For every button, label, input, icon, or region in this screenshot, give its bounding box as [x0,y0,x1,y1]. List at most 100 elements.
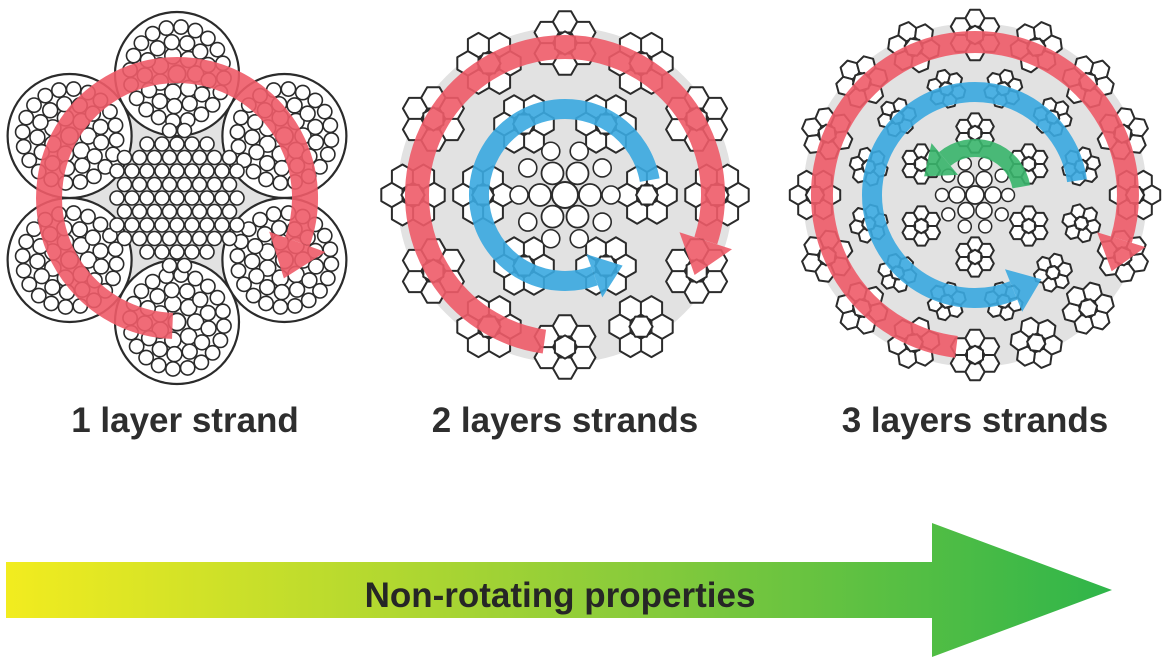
wire [299,105,316,122]
wire [294,84,311,101]
wire [116,176,133,193]
strand-center-wire [914,155,929,173]
wire [191,203,208,220]
wire [948,186,966,204]
wire [248,267,265,285]
wire [565,161,590,186]
wire [150,109,167,126]
strand-wire [977,256,995,272]
strand-wire [912,231,930,247]
wire [204,96,221,113]
strand-wire [955,118,973,134]
strand-center-wire [1045,265,1061,281]
wire [199,163,215,179]
caption-3-layers-strands: 3 layers strands [841,401,1109,440]
wire [204,344,221,361]
wire [229,124,246,140]
wire [30,287,47,304]
strand-wire [1042,334,1063,356]
wire [92,216,109,233]
wire [214,190,230,206]
wire [288,281,306,298]
wire [92,258,110,275]
wire [176,149,193,166]
wire [199,244,215,260]
wire [191,291,209,308]
wire [199,30,216,47]
wire [176,257,193,274]
wire [307,118,324,136]
wire [102,227,118,244]
strand-wire [1020,143,1038,159]
wire [193,354,210,371]
wire [191,230,208,247]
wire [272,299,289,315]
wire [206,176,223,193]
wire [184,136,200,152]
wire [86,148,103,165]
wire [71,221,89,238]
wire [176,122,193,139]
wire [540,161,565,186]
wire [601,185,621,205]
wire [14,124,31,140]
wire [29,129,46,146]
strand-center-wire [635,184,659,206]
wire [109,217,125,233]
wire [41,102,59,119]
wire [994,207,1009,222]
wire [517,158,538,178]
wire [178,35,196,52]
red-rotation-arrow [405,35,725,354]
wire [565,204,590,229]
wire [199,136,215,152]
wire [33,267,50,285]
wire [323,256,340,272]
strand-wire [650,313,674,340]
wire [161,122,178,139]
wire [84,229,102,246]
wire [934,187,950,203]
wire [307,92,324,109]
caption-1-layer-strand: 1 layer strand [71,401,299,440]
wire [176,176,193,193]
wire [258,295,274,312]
green-rotation-arrow [939,139,1031,189]
wire [108,256,125,272]
wire [128,338,145,355]
wire [957,201,975,220]
rope-2-wires [380,10,750,380]
wire [517,212,538,232]
wire [199,304,217,322]
wire [975,170,993,189]
wire [15,262,32,279]
wire [975,201,993,220]
wire [144,273,161,290]
wire [169,136,185,152]
wire [243,253,261,270]
wire [316,227,333,244]
wire [65,205,82,221]
wire [199,278,216,295]
wire [592,158,613,178]
wire [146,230,163,247]
wire [540,204,565,229]
non-rotating-properties-label: Non-rotating properties [364,576,756,615]
wire [252,211,268,228]
wire [116,149,133,166]
wire [247,237,264,255]
wire [169,244,185,260]
wire [124,217,140,233]
wire [258,171,274,188]
wire [161,230,178,247]
wire [138,349,155,366]
wire [191,176,208,193]
wire [161,149,178,166]
wire [146,203,163,220]
wire [169,190,185,206]
wire [214,303,231,320]
wire [131,203,148,220]
wire [146,176,163,193]
wire [169,163,185,179]
strand-center-wire [1026,333,1047,353]
